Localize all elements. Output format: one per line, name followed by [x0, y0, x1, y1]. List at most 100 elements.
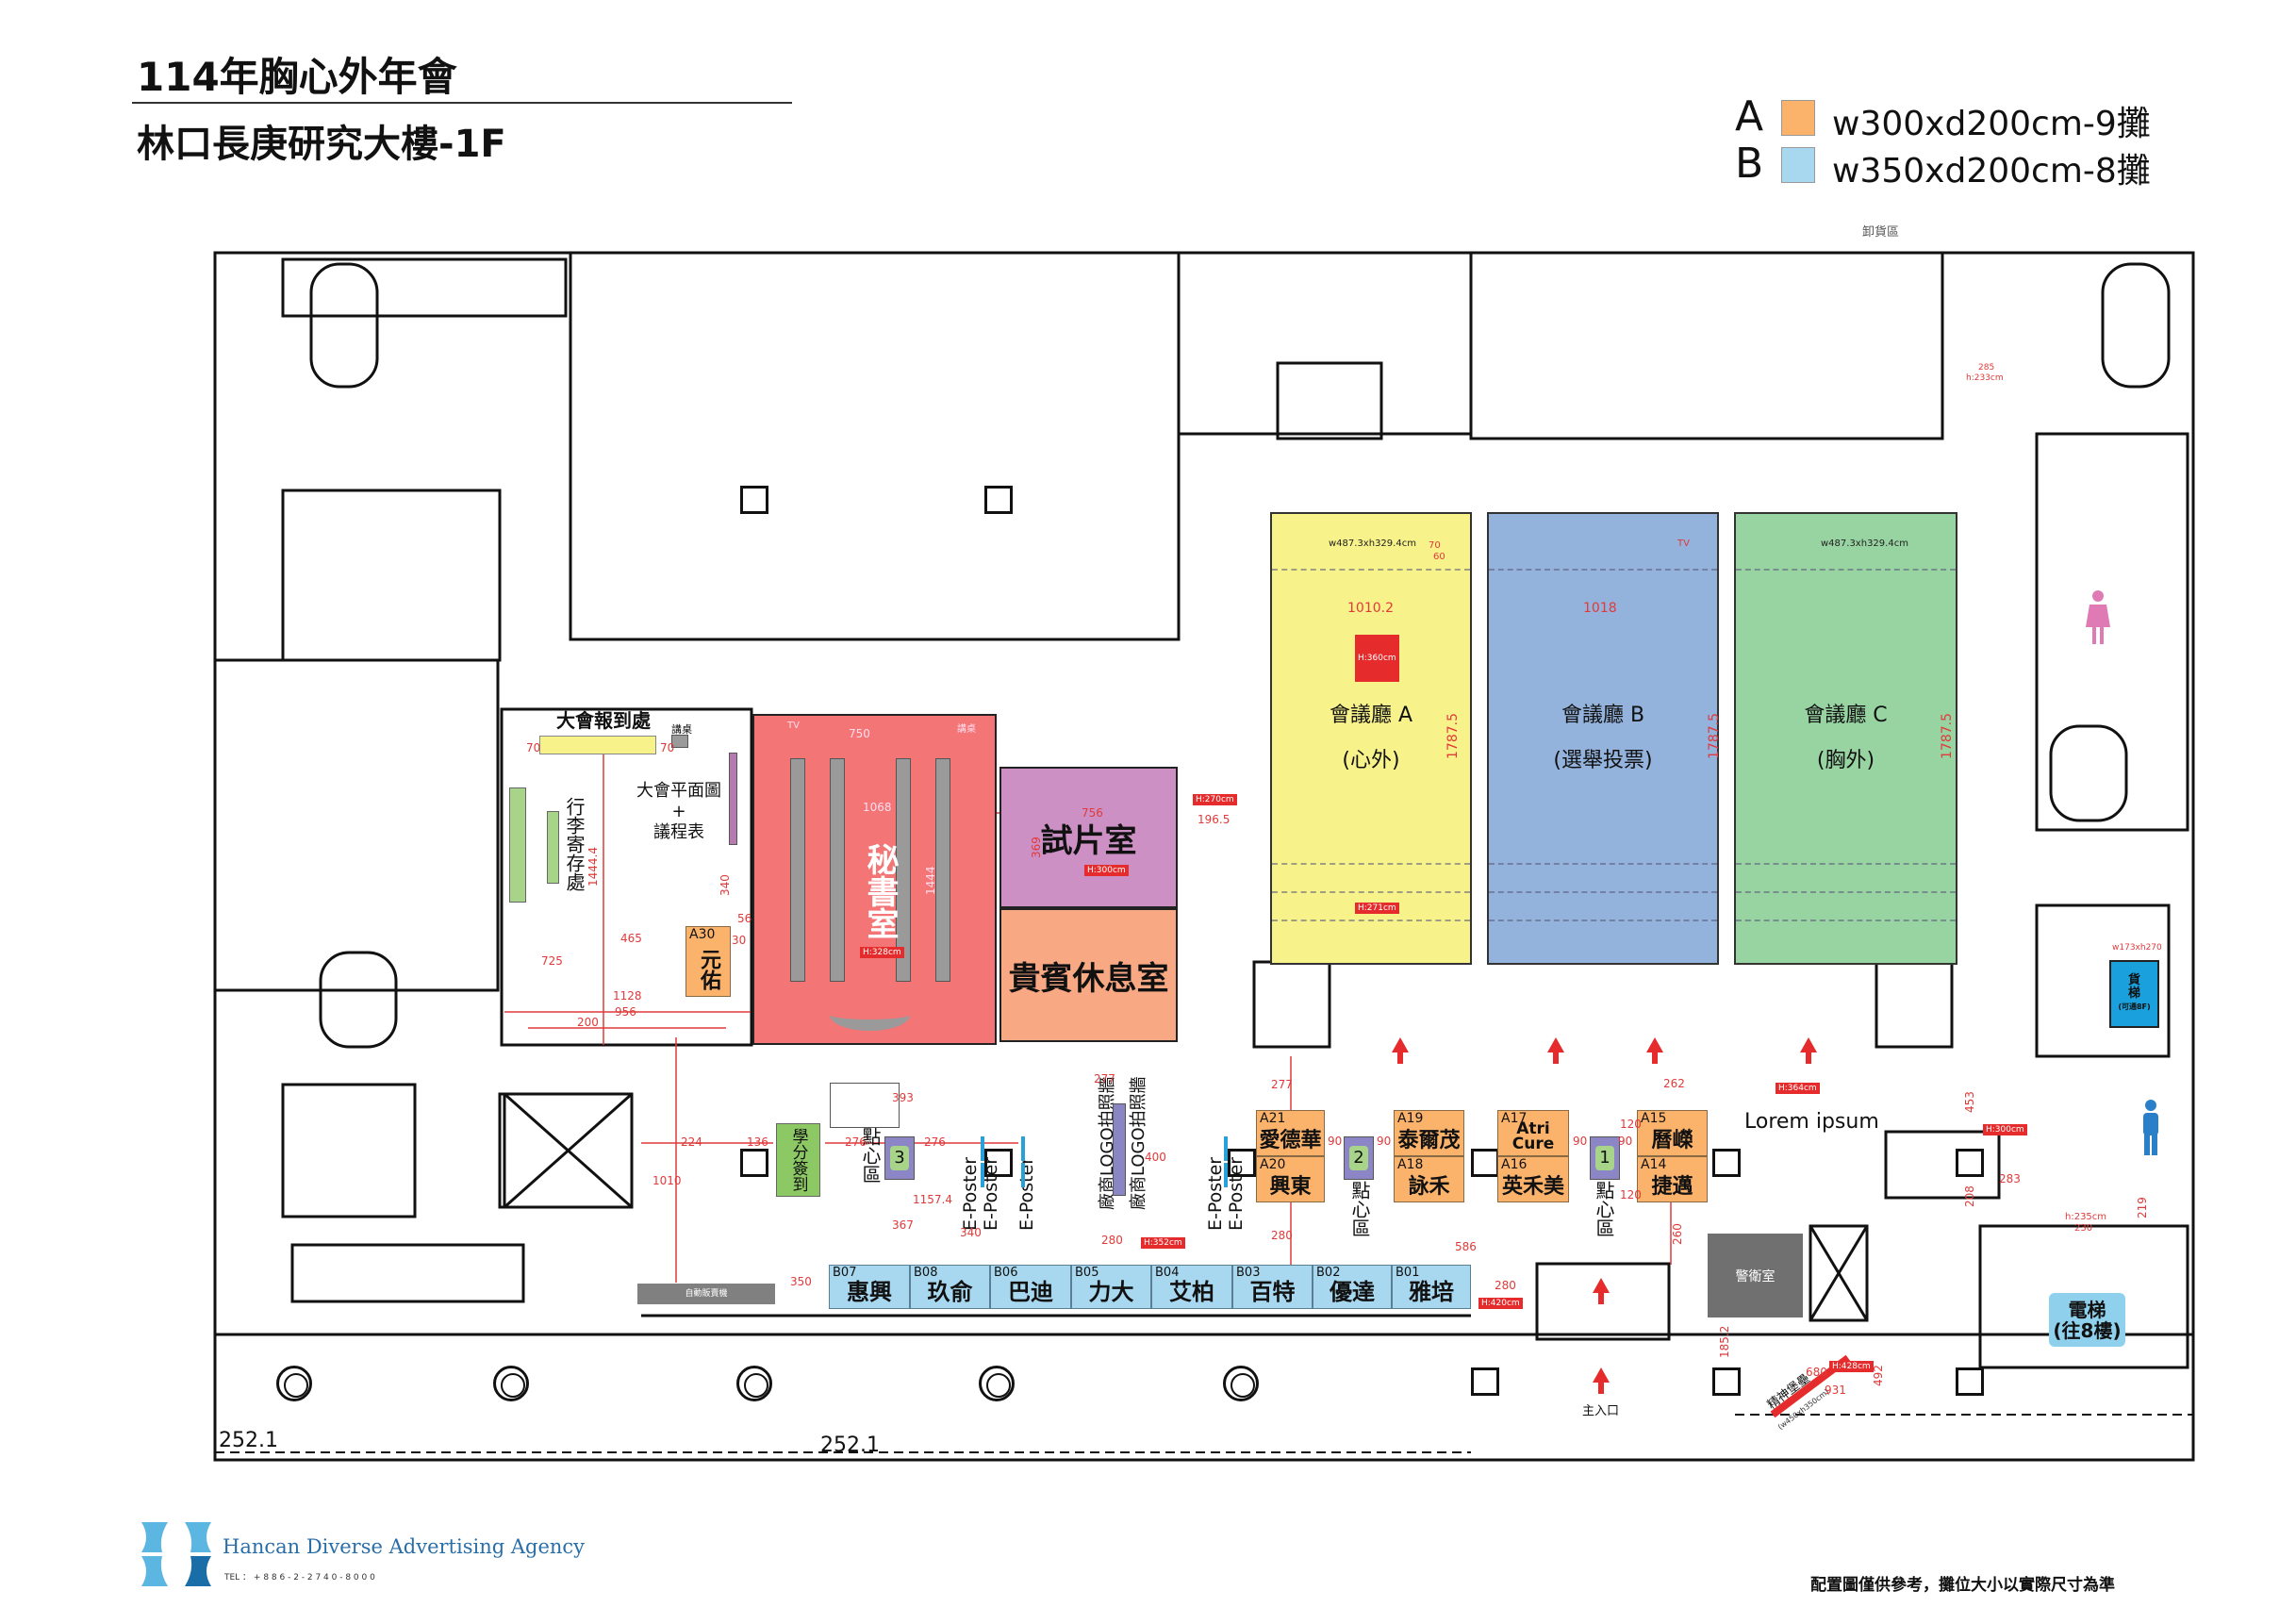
dim: 1157.4	[913, 1193, 952, 1206]
dim: 367	[892, 1218, 914, 1232]
hall-c-name: 會議廳 C	[1804, 704, 1888, 727]
hall-b-width: 1018	[1583, 601, 1617, 616]
snack-area-1[interactable]: 1	[1590, 1136, 1620, 1180]
height-badge: H:364cm	[1776, 1083, 1820, 1094]
luggage-rack	[547, 811, 559, 884]
entrance-arrow-icon	[1800, 1037, 1817, 1064]
photo-wall[interactable]	[1113, 1103, 1126, 1196]
display-stand	[830, 1083, 900, 1128]
secretariat-room[interactable]: 秘書室 H:328cm 750 1068 1444 TV 講桌	[752, 714, 997, 1045]
eposter-screen[interactable]	[981, 1163, 984, 1187]
company-logo	[141, 1522, 211, 1586]
screening-room[interactable]: 試片室 H:300cm 756 369	[999, 767, 1178, 908]
dim: 586	[1455, 1240, 1477, 1253]
floorplan-board-label: 大會平面圖 + 議程表	[636, 781, 721, 843]
table	[896, 758, 911, 982]
dim: 56	[737, 912, 752, 925]
booth-name: 元佑	[697, 949, 720, 990]
secretariat-height: H:328cm	[860, 947, 904, 958]
booth-name: 優達	[1330, 1279, 1375, 1305]
credit-signin-desk[interactable]: 學分簽到	[776, 1123, 820, 1197]
dim: 90	[1328, 1135, 1343, 1148]
freight-elevator[interactable]: 貨 梯 (可通8F)	[2109, 960, 2159, 1028]
booth-a30[interactable]: A30 元佑	[685, 926, 731, 997]
column	[740, 486, 768, 514]
dim: 196.5	[1198, 813, 1231, 826]
booth-code: A20	[1260, 1157, 1286, 1172]
elevator-sublabel: (往8樓)	[2053, 1318, 2122, 1342]
booth-name: 泰爾茂	[1397, 1129, 1461, 1152]
eposter-screen[interactable]	[1224, 1163, 1228, 1187]
dim: 224	[681, 1135, 702, 1149]
eposter-screen[interactable]	[1021, 1136, 1025, 1161]
secretariat-width2: 1068	[863, 801, 892, 814]
dim: 280	[1101, 1234, 1123, 1247]
snack-area-1-label: 點心區	[1593, 1181, 1615, 1237]
column	[984, 1149, 1013, 1177]
eposter-screen[interactable]	[1021, 1163, 1025, 1187]
luggage-rack	[509, 787, 526, 903]
hall-c-depth: 1787.5	[1940, 713, 1955, 759]
dim: 219	[2136, 1197, 2149, 1218]
dim: 465	[620, 932, 642, 945]
registration-desk[interactable]	[539, 736, 656, 754]
lorem-label: Lorem ipsum	[1744, 1110, 1879, 1134]
dim: 230	[2074, 1223, 2093, 1234]
dim: 136	[747, 1135, 768, 1149]
snack-area-3[interactable]: 3	[884, 1136, 915, 1180]
booth-code: A30	[689, 927, 716, 942]
column	[984, 486, 1013, 514]
entrance-arrow-icon	[1593, 1278, 1610, 1304]
vip-lounge[interactable]: 貴賓休息室	[999, 908, 1178, 1042]
legend-swatch-a	[1781, 100, 1815, 136]
eposter-screen[interactable]	[981, 1136, 984, 1161]
booth-code: B06	[994, 1266, 1018, 1280]
dim: 956	[615, 1005, 636, 1019]
snack-area-2[interactable]: 2	[1344, 1136, 1374, 1180]
hall-a[interactable]: 會議廳 A (心外) w487.3xh329.4cm 1010.2 H:360c…	[1270, 512, 1472, 965]
dim: 340	[960, 1226, 982, 1239]
eposter-screen[interactable]	[1224, 1136, 1228, 1161]
booth-code: B05	[1075, 1266, 1099, 1280]
booth-name: 愛德華	[1259, 1129, 1322, 1152]
booth-code: B08	[914, 1266, 938, 1280]
height-badge: H:420cm	[1478, 1298, 1523, 1309]
height-badge: H:271cm	[1355, 903, 1399, 914]
dim: 453	[1963, 1091, 1976, 1113]
elevator-to-8f[interactable]: 電梯 (往8樓)	[2049, 1293, 2125, 1347]
main-entrance-arrow-icon	[1593, 1367, 1610, 1394]
dim: 276	[924, 1135, 946, 1149]
dim: 283	[1999, 1172, 2021, 1185]
table	[790, 758, 805, 982]
snack-area-number: 2	[1349, 1146, 1368, 1170]
secretariat-podium: 講桌	[957, 724, 976, 735]
hall-c[interactable]: 會議廳 C (胸外) w487.3xh329.4cm 1787.5	[1734, 512, 1957, 965]
booth-name: 艾柏	[1169, 1279, 1214, 1305]
dim: 70	[526, 741, 541, 754]
secretariat-width: 750	[849, 727, 870, 740]
hall-b[interactable]: 會議廳 B (選舉投票) TV 1018 1787.5	[1487, 512, 1722, 965]
booth-name: 曆嶸	[1651, 1129, 1693, 1152]
dim: 400	[1145, 1151, 1166, 1164]
dim: 931	[1825, 1384, 1846, 1397]
hall-a-screen: w487.3xh329.4cm	[1329, 539, 1416, 549]
dim: 276	[845, 1135, 867, 1149]
booth-code: A16	[1501, 1157, 1528, 1172]
